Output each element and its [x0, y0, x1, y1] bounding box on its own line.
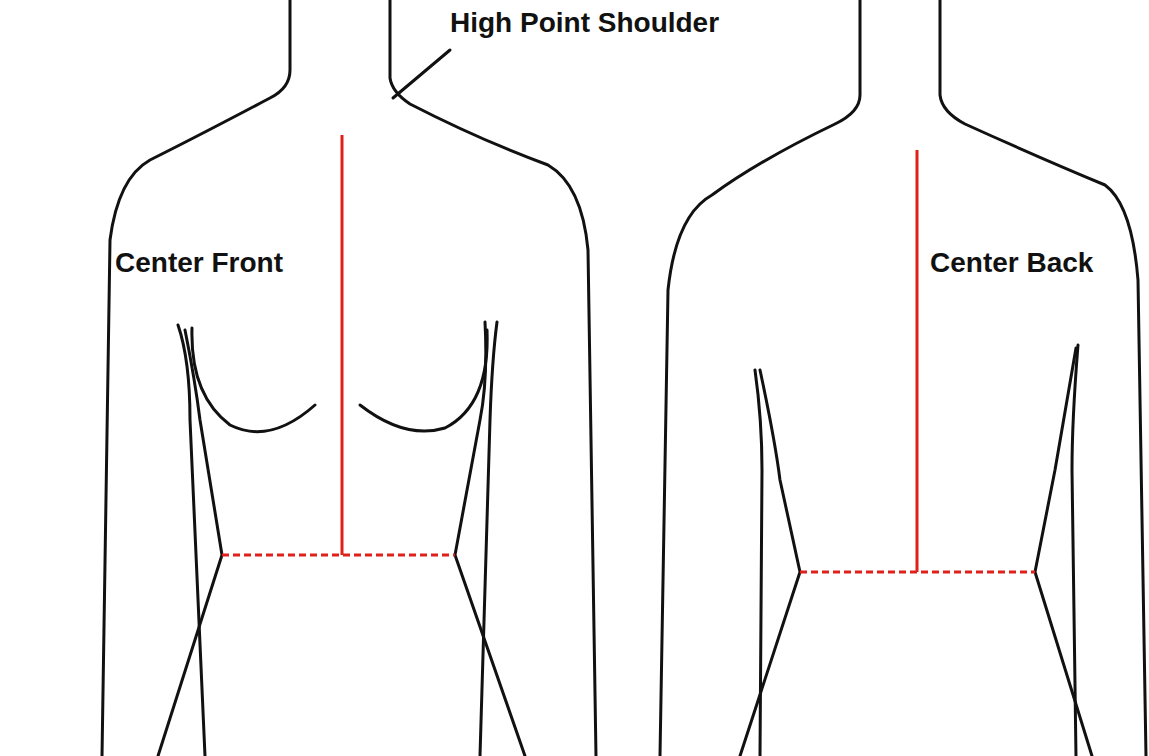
- center-back-label: Center Back: [928, 248, 1095, 279]
- back-left-outline: [660, 0, 860, 756]
- back-right-outline: [940, 0, 1146, 756]
- front-waist-line: [222, 554, 455, 557]
- back-waist-line: [800, 571, 1035, 574]
- front-right-inner-arm: [480, 322, 497, 756]
- back-left-side: [740, 370, 800, 756]
- center-front-label: Center Front: [113, 248, 285, 279]
- front-left-outline: [102, 0, 290, 756]
- landmark-label: High Point Shoulder: [448, 8, 721, 39]
- front-left-side: [158, 330, 222, 756]
- leader-line: [393, 50, 450, 98]
- front-right-side: [455, 322, 525, 756]
- back-right-side: [1035, 348, 1092, 756]
- center-back-line: [916, 150, 919, 572]
- center-front-line: [341, 135, 344, 555]
- front-right-bust: [360, 330, 487, 431]
- front-left-bust: [192, 328, 315, 432]
- front-right-outline: [390, 0, 596, 756]
